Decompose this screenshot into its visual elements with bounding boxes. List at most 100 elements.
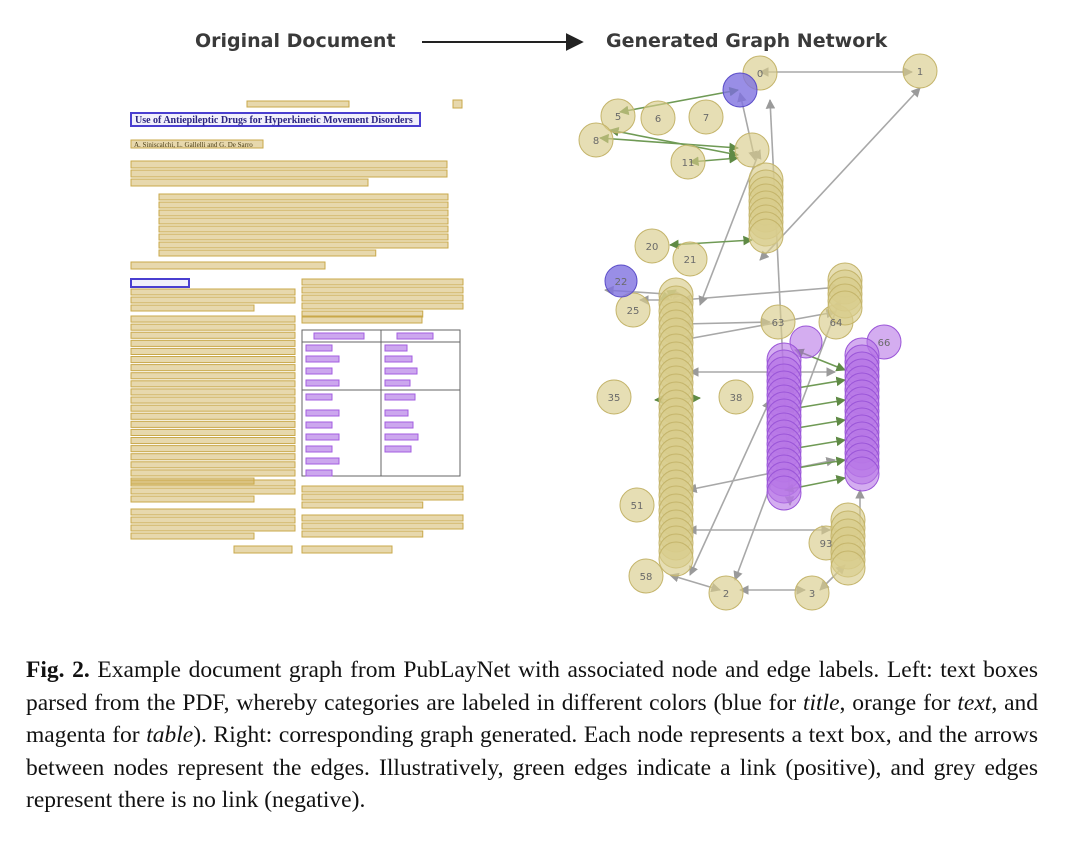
table-box bbox=[305, 393, 333, 401]
node-51 bbox=[619, 487, 655, 523]
table-box bbox=[313, 332, 365, 340]
node-label: 22 bbox=[615, 277, 628, 288]
node-6 bbox=[640, 100, 676, 136]
node-25 bbox=[615, 292, 651, 328]
node-label: 2 bbox=[723, 589, 729, 600]
graph-network-heading: Generated Graph Network bbox=[606, 30, 888, 52]
text-box bbox=[130, 461, 296, 469]
figure-caption: Fig. 2. Example document graph from PubL… bbox=[26, 654, 1038, 817]
table-box bbox=[305, 445, 333, 453]
negative-edge bbox=[687, 457, 836, 493]
node-label: 8 bbox=[593, 136, 599, 147]
caption-text-4: ). Right: corresponding graph generated.… bbox=[26, 722, 1038, 813]
text-box bbox=[130, 508, 296, 516]
positive-edge bbox=[599, 133, 739, 153]
caption-text-3: , and magenta for bbox=[26, 689, 1039, 749]
document-title: Use of Antiepileptic Drugs for Hyperkine… bbox=[135, 115, 413, 126]
text-box bbox=[158, 225, 449, 233]
caption-text-1: Example document graph from PubLayNet wi… bbox=[26, 657, 1038, 716]
node-38 bbox=[718, 379, 754, 415]
text-box bbox=[130, 524, 296, 532]
node-label: 64 bbox=[830, 318, 843, 329]
text-box bbox=[130, 532, 255, 540]
document-authors: A. Siniscalchi, L. Gallelli and G. De Sa… bbox=[134, 141, 253, 149]
text-box bbox=[301, 485, 464, 493]
text-box bbox=[130, 412, 296, 420]
node-5 bbox=[600, 98, 636, 134]
text-box bbox=[301, 302, 464, 310]
node-label: 35 bbox=[608, 393, 621, 404]
text-box bbox=[158, 217, 449, 225]
caption-term-text: text bbox=[957, 689, 992, 716]
table-box bbox=[396, 332, 434, 340]
table-box bbox=[305, 421, 333, 429]
node-title-a bbox=[722, 72, 758, 108]
text-box bbox=[246, 100, 350, 108]
table-box bbox=[384, 409, 409, 417]
node-8b bbox=[734, 132, 770, 168]
table-box bbox=[305, 379, 340, 387]
text-box bbox=[301, 522, 464, 530]
text-box bbox=[130, 388, 296, 396]
node-63 bbox=[760, 304, 796, 340]
text-box bbox=[130, 288, 296, 296]
text-box bbox=[158, 249, 377, 257]
title-box bbox=[130, 278, 190, 288]
text-box bbox=[301, 310, 424, 318]
node-22 bbox=[604, 264, 638, 298]
text-box bbox=[130, 469, 296, 477]
text-box bbox=[130, 296, 296, 304]
text-box bbox=[158, 241, 449, 249]
text-box bbox=[158, 233, 449, 241]
node-label: 66 bbox=[878, 338, 891, 349]
negative-edge bbox=[759, 87, 921, 261]
positive-edge bbox=[619, 86, 739, 116]
text-node-stack bbox=[827, 290, 863, 326]
text-box bbox=[301, 493, 464, 501]
negative-edge bbox=[689, 399, 771, 576]
text-box bbox=[130, 516, 296, 524]
caption-term-table: table bbox=[146, 722, 194, 748]
node-label: 58 bbox=[640, 572, 653, 583]
original-document-heading: Original Document bbox=[195, 30, 396, 52]
node-label: 5 bbox=[615, 112, 621, 123]
text-box bbox=[301, 315, 423, 324]
title-box bbox=[130, 112, 421, 127]
table-node-stack bbox=[766, 475, 802, 511]
node-label: 3 bbox=[809, 589, 815, 600]
text-box bbox=[130, 178, 369, 187]
node-label: 93 bbox=[820, 539, 833, 550]
table-box bbox=[305, 367, 333, 375]
table-box bbox=[384, 393, 416, 401]
table-node-stack bbox=[844, 456, 880, 492]
text-box bbox=[301, 278, 464, 286]
text-node-stack bbox=[830, 550, 866, 586]
text-box bbox=[301, 286, 464, 294]
node-label: 0 bbox=[757, 69, 763, 80]
text-box bbox=[130, 428, 296, 436]
negative-edge bbox=[681, 317, 771, 329]
text-box bbox=[130, 420, 296, 428]
node-11 bbox=[670, 144, 706, 180]
table-box bbox=[305, 469, 333, 477]
table-box bbox=[384, 421, 414, 429]
node-label: 21 bbox=[684, 255, 697, 266]
node-label: 6 bbox=[655, 114, 661, 125]
text-box bbox=[130, 331, 296, 339]
text-box bbox=[130, 495, 255, 503]
node-label: 63 bbox=[772, 318, 785, 329]
table-box bbox=[305, 457, 340, 465]
node-20 bbox=[634, 228, 670, 264]
node-label: 1 bbox=[917, 67, 923, 78]
table-box bbox=[305, 409, 340, 417]
figure-canvas: Use of Antiepileptic Drugs for Hyperkine… bbox=[130, 33, 938, 611]
text-box bbox=[130, 445, 296, 453]
table-box bbox=[384, 344, 408, 352]
table-box bbox=[384, 355, 413, 363]
text-box bbox=[301, 530, 424, 538]
text-box bbox=[130, 323, 296, 331]
text-box bbox=[301, 545, 393, 554]
text-box bbox=[158, 209, 449, 217]
text-box bbox=[130, 169, 448, 178]
